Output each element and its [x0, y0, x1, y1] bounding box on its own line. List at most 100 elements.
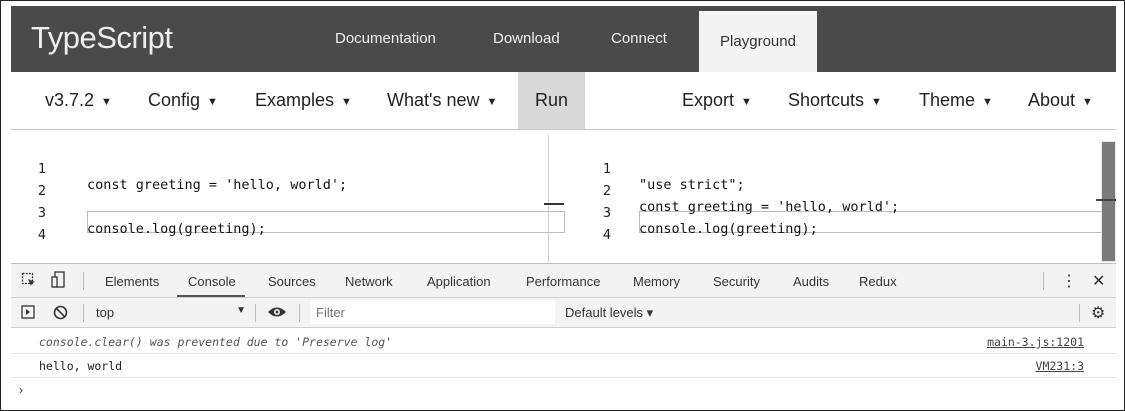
- theme-menu[interactable]: Theme ▼: [919, 72, 993, 129]
- export-label: Export: [682, 90, 735, 110]
- devtools-tab-sources[interactable]: Sources: [268, 274, 316, 289]
- line-number: 1: [37, 161, 46, 177]
- caret-down-icon: ▼: [101, 95, 112, 108]
- editor-scrollbar-thumb[interactable]: [1102, 142, 1115, 261]
- log-source-link[interactable]: main-3.js:1201: [987, 335, 1084, 349]
- devtools-tab-redux[interactable]: Redux: [859, 274, 897, 289]
- examples-label: Examples: [255, 90, 335, 110]
- devtools-tab-console[interactable]: Console: [188, 274, 236, 289]
- current-line-highlight: [87, 211, 565, 233]
- console-log-row: console.clear() was prevented due to 'Pr…: [11, 330, 1116, 354]
- line-number: 3: [37, 205, 46, 221]
- nav-playground[interactable]: Playground: [699, 11, 817, 72]
- devtools-tab-network[interactable]: Network: [345, 274, 393, 289]
- typescript-editor[interactable]: 1 const greeting = 'hello, world'; 2 3 c…: [11, 131, 565, 262]
- about-label: About: [1028, 90, 1076, 110]
- export-menu[interactable]: Export ▼: [682, 72, 752, 129]
- whats-new-menu[interactable]: What's new▼: [387, 72, 497, 129]
- toolbar-separator: [255, 304, 256, 322]
- code-text: const greeting = 'hello, world';: [639, 199, 900, 215]
- nav-connect[interactable]: Connect: [611, 30, 667, 47]
- device-toolbar-icon[interactable]: [51, 271, 67, 292]
- devtools-tab-memory[interactable]: Memory: [633, 274, 680, 289]
- version-label: v3.7.2: [45, 90, 95, 110]
- code-line: 3 console.log(greeting);: [11, 189, 556, 237]
- javascript-output-editor[interactable]: 1 "use strict"; 2 const greeting = 'hell…: [581, 131, 1109, 262]
- clear-console-icon-graphic: [53, 305, 68, 320]
- caret-down-icon: ▼: [341, 95, 352, 108]
- caret-down-icon: ▼: [207, 95, 218, 108]
- inspect-element-icon-graphic: [21, 272, 35, 286]
- line-number: 2: [37, 183, 46, 199]
- inspect-element-icon[interactable]: [21, 272, 37, 291]
- shortcuts-label: Shortcuts: [788, 90, 865, 110]
- line-number: 3: [602, 205, 611, 221]
- toolbar-separator: [299, 304, 300, 322]
- code-line: 4: [11, 211, 556, 243]
- devtools-tab-elements[interactable]: Elements: [105, 274, 160, 289]
- resize-handle[interactable]: [544, 203, 564, 205]
- code-text: console.log(greeting);: [87, 221, 266, 237]
- eye-icon[interactable]: [267, 304, 287, 323]
- caret-down-icon: ▼: [741, 95, 752, 108]
- code-line: 3 console.log(greeting);: [581, 189, 1101, 237]
- console-sidebar-icon-graphic: [21, 305, 35, 319]
- console-log-row: hello, world VM231:3: [11, 354, 1116, 378]
- config-menu[interactable]: Config ▼: [148, 72, 218, 129]
- devtools-tab-security[interactable]: Security: [713, 274, 760, 289]
- top-nav-bar: TypeScript Documentation Download Connec…: [11, 6, 1116, 72]
- devtools-tab-application[interactable]: Application: [427, 274, 491, 289]
- line-number: 4: [37, 227, 46, 243]
- console-sidebar-icon[interactable]: [21, 305, 35, 322]
- clear-console-icon[interactable]: [53, 305, 68, 323]
- shortcuts-menu[interactable]: Shortcuts▼: [788, 72, 882, 129]
- caret-down-icon: ▼: [1082, 95, 1093, 108]
- playground-toolbar: v3.7.2 ▼ Config ▼ Examples ▼ What's new▼ Ru…: [11, 72, 1116, 130]
- line-number: 2: [602, 183, 611, 199]
- config-label: Config: [148, 90, 201, 110]
- code-line: 2: [11, 167, 556, 199]
- code-line: 2 const greeting = 'hello, world';: [581, 167, 1101, 215]
- log-message: hello, world: [39, 359, 123, 373]
- code-line: 4: [581, 211, 1101, 243]
- log-levels-dropdown[interactable]: Default levels ▾: [565, 305, 654, 320]
- more-vertical-icon[interactable]: ⋮: [1061, 273, 1077, 290]
- console-filter-input[interactable]: [310, 301, 555, 324]
- eye-icon-graphic: [268, 307, 286, 317]
- close-icon[interactable]: ✕: [1092, 273, 1106, 290]
- version-dropdown[interactable]: v3.7.2 ▼: [45, 72, 112, 129]
- theme-label: Theme: [919, 90, 976, 110]
- about-menu[interactable]: About ▼: [1028, 72, 1093, 129]
- scroll-position-marker: [1096, 199, 1116, 201]
- code-text: const greeting = 'hello, world';: [87, 177, 348, 193]
- line-number: 1: [602, 161, 611, 177]
- devtools-tab-audits[interactable]: Audits: [793, 274, 830, 289]
- code-text: "use strict";: [639, 177, 745, 193]
- line-number: 4: [602, 227, 611, 243]
- examples-menu[interactable]: Examples ▼: [255, 72, 352, 129]
- nav-documentation[interactable]: Documentation: [335, 30, 436, 47]
- console-filter-bar: top ▼ Default levels ▾ ⚙: [11, 298, 1116, 328]
- run-button[interactable]: Run: [518, 72, 585, 129]
- console-prompt[interactable]: ›: [19, 383, 23, 397]
- context-value: top: [96, 305, 115, 320]
- devtools-tab-bar: Elements Console Sources Network Applica…: [11, 264, 1116, 298]
- devtools-panel: Elements Console Sources Network Applica…: [11, 263, 1116, 405]
- devtools-tab-performance[interactable]: Performance: [526, 274, 601, 289]
- context-selector[interactable]: top ▼: [96, 305, 246, 322]
- typescript-logo[interactable]: TypeScript: [31, 20, 173, 55]
- code-text: console.log(greeting);: [639, 221, 818, 237]
- nav-download[interactable]: Download: [493, 30, 560, 47]
- log-source-link[interactable]: VM231:3: [1035, 359, 1084, 373]
- gear-icon[interactable]: ⚙: [1091, 305, 1106, 322]
- log-message: console.clear() was prevented due to 'Pr…: [39, 335, 393, 349]
- device-toolbar-icon-graphic: [51, 271, 65, 288]
- editor-divider[interactable]: [548, 135, 549, 262]
- code-line: 1 const greeting = 'hello, world';: [11, 145, 556, 193]
- caret-down-icon: ▼: [486, 95, 498, 108]
- caret-down-icon: ▼: [982, 95, 993, 108]
- toolbar-separator: [83, 304, 84, 322]
- toolbar-separator: [1043, 272, 1044, 290]
- toolbar-separator: [83, 272, 84, 290]
